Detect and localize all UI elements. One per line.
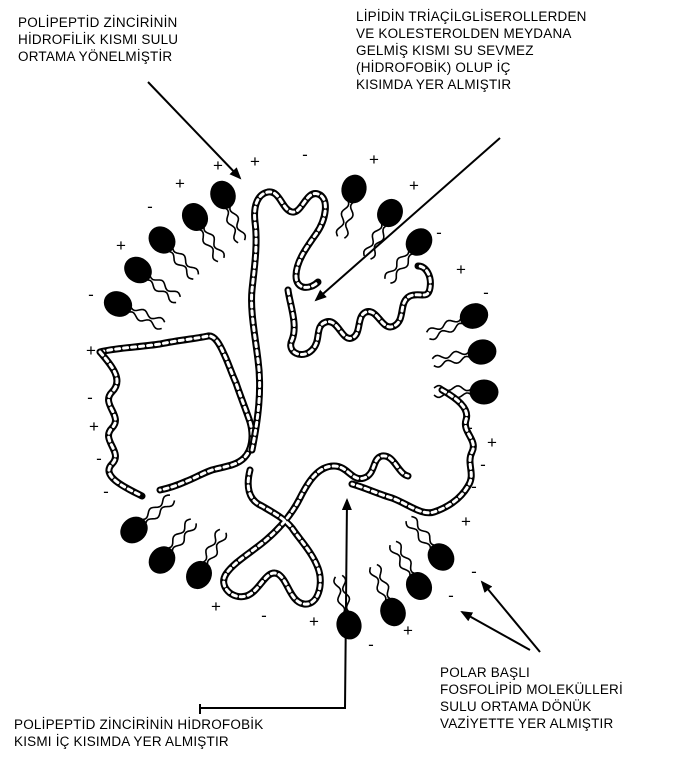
negative-charge-sign: - <box>88 285 94 304</box>
fatty-acid-tail <box>167 519 191 549</box>
positive-charge-sign: + <box>116 236 126 255</box>
polar-head <box>338 172 370 206</box>
negative-charge-sign: - <box>302 145 308 164</box>
positive-charge-sign: + <box>487 433 497 452</box>
fatty-acid-tail <box>344 202 354 239</box>
polar-head <box>100 287 137 322</box>
negative-charge-sign: - <box>448 586 454 605</box>
arrow-phospholipid-a <box>482 582 540 652</box>
positive-charge-sign: + <box>461 512 471 531</box>
fatty-acid-tail <box>230 205 245 240</box>
label-hydrophobic-lipid-core: LİPİDİN TRİAÇİLGLİSEROLLERDEN VE KOLESTE… <box>356 8 587 93</box>
polar-head <box>177 198 213 236</box>
polypeptide-chain-bottom <box>224 456 408 604</box>
negative-charge-sign: - <box>471 477 477 496</box>
label-hydrophilic-part: POLİPEPTİD ZİNCİRİNİN HİDROFİLİK KISMI S… <box>18 14 178 65</box>
phospholipid-molecule <box>432 337 498 367</box>
polar-head <box>469 379 498 404</box>
phospholipid-molecule <box>406 517 460 577</box>
phospholipid-molecule <box>100 287 165 329</box>
negative-charge-sign: - <box>471 562 477 581</box>
fatty-acid-tail <box>145 500 174 525</box>
polar-head <box>465 337 498 367</box>
phospholipid-layer <box>100 172 499 642</box>
phospholipid-molecule <box>334 575 364 641</box>
arrow-phospholipid-b <box>462 612 530 650</box>
fatty-acid-tail <box>434 356 471 367</box>
positive-charge-sign: + <box>211 597 221 616</box>
phospholipid-molecule <box>336 172 369 238</box>
fatty-acid-tail <box>390 545 410 578</box>
charge-signs: +++-+-+-+---++-+-+---+--+-+-+ <box>86 145 497 654</box>
negative-charge-sign: - <box>103 482 109 501</box>
polar-head <box>119 251 157 288</box>
polar-head <box>143 221 181 259</box>
phospholipid-molecule <box>119 251 180 302</box>
negative-charge-sign: - <box>261 606 267 625</box>
positive-charge-sign: + <box>86 341 96 360</box>
fatty-acid-tail <box>390 254 414 284</box>
negative-charge-sign: - <box>480 455 486 474</box>
positive-charge-sign: + <box>309 612 319 631</box>
positive-charge-sign: + <box>369 150 379 169</box>
phospholipid-molecule <box>177 198 224 261</box>
polypeptide-chain-left-coil <box>100 352 142 496</box>
polar-head <box>401 567 437 605</box>
positive-charge-sign: + <box>250 152 260 171</box>
polypeptide-chain-top <box>252 192 326 450</box>
fatty-acid-tail <box>224 207 238 242</box>
label-hydrophobic-chain: POLİPEPTİD ZİNCİRİNİN HİDROFOBİK KISMI İ… <box>14 716 263 750</box>
fatty-acid-tail <box>429 323 464 339</box>
polypeptide-chain-right <box>352 390 473 513</box>
polar-head <box>334 608 364 641</box>
fatty-acid-tail <box>204 225 224 258</box>
negative-charge-sign: - <box>96 449 102 468</box>
phospholipid-molecule <box>427 299 493 340</box>
polypeptide-chain-right-coil <box>288 266 430 355</box>
fatty-acid-tail <box>150 274 181 297</box>
positive-charge-sign: + <box>175 174 185 193</box>
polar-head <box>181 556 217 593</box>
negative-charge-sign: - <box>467 418 473 437</box>
negative-charge-sign: - <box>368 635 374 654</box>
fatty-acid-tail <box>334 577 345 614</box>
positive-charge-sign: + <box>456 260 466 279</box>
fatty-acid-tail <box>208 533 227 566</box>
polar-head <box>372 194 407 231</box>
fatty-acid-tail <box>370 567 386 602</box>
label-polar-phospholipids: POLAR BAŞLI FOSFOLİPİD MOLEKÜLLERİ SULU … <box>440 664 623 732</box>
fatty-acid-tail <box>168 251 194 279</box>
negative-charge-sign: - <box>436 223 442 242</box>
positive-charge-sign: + <box>89 417 99 436</box>
arrow-hydrophilic-part <box>148 82 240 178</box>
positive-charge-sign: + <box>409 176 419 195</box>
negative-charge-sign: - <box>483 283 489 302</box>
fatty-acid-tail <box>173 247 199 275</box>
polar-head <box>206 177 240 213</box>
negative-charge-sign: - <box>147 197 153 216</box>
phospholipid-molecule <box>206 177 245 243</box>
fatty-acid-tail <box>127 312 161 329</box>
phospholipid-molecule <box>181 529 226 593</box>
polar-head <box>456 299 492 333</box>
positive-charge-sign: + <box>403 621 413 640</box>
phospholipid-molecule <box>364 194 408 259</box>
phospholipid-molecule <box>115 495 175 549</box>
polypeptide-chain-upper-left <box>100 336 252 490</box>
fatty-acid-tail <box>411 517 436 546</box>
negative-charge-sign: - <box>87 388 93 407</box>
